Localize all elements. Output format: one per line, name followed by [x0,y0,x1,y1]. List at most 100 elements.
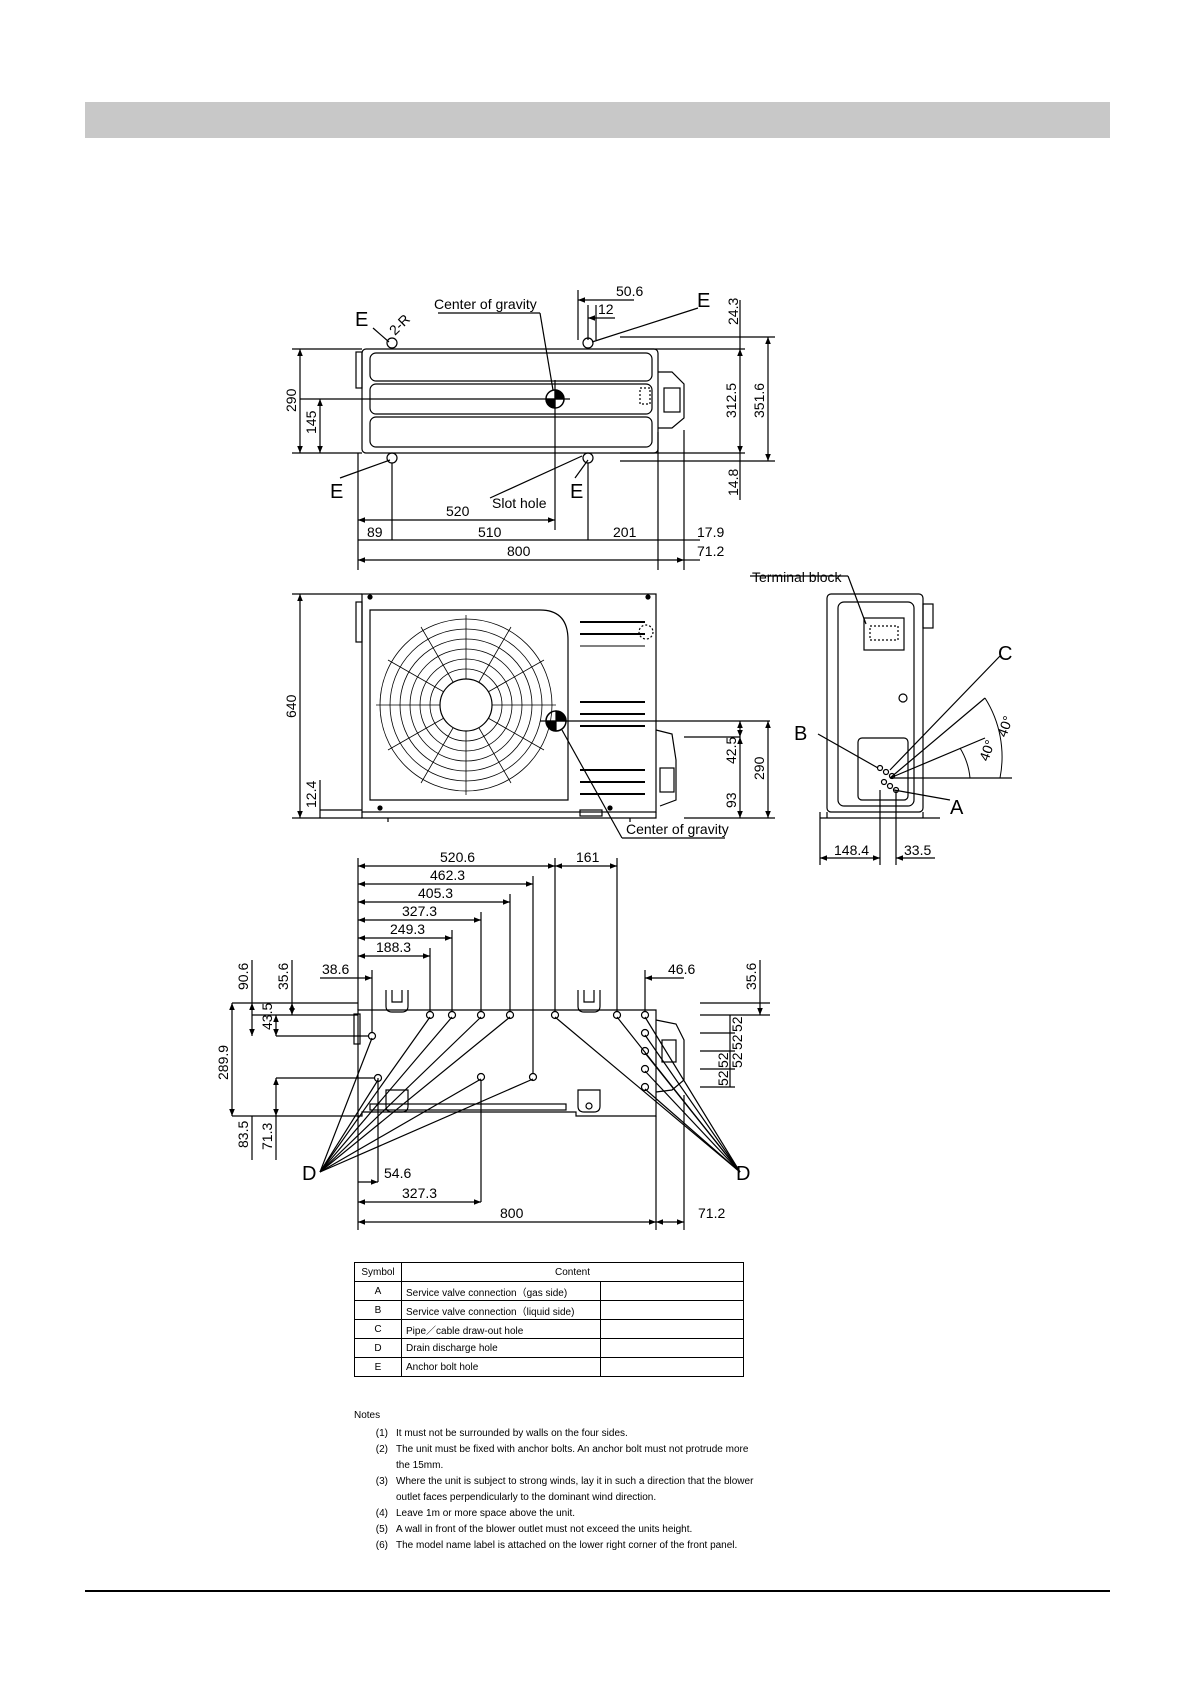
dim-bottom-327-3: 327.3 [402,903,437,919]
header-bar [85,102,1110,138]
dim-bottom-83-5: 83.5 [235,1121,251,1148]
table-row: B Service valve connection（liquid side) [354,1300,744,1320]
dim-bottom-54-6: 54.6 [384,1165,411,1181]
note-item: (3) Where the unit is subject to strong … [354,1474,756,1506]
note-number: (6) [375,1540,388,1551]
label-slot-hole: Slot hole [492,495,547,511]
note-item: (1) It must not be surrounded by walls o… [354,1426,756,1442]
note-number: (4) [375,1508,388,1519]
dim-front-12-4: 12.4 [303,781,319,808]
dim-top-290: 290 [283,388,299,412]
dim-bottom-520-6: 520.6 [440,849,475,865]
legend-blank [600,1300,744,1320]
symbol-legend-table: Symbol Content A Service valve connectio… [354,1262,744,1377]
dim-bottom-52b: 52 [729,1034,745,1050]
bottom-unit-outline [357,1009,657,1117]
dim-bottom-405-3: 405.3 [418,885,453,901]
dim-top-14-8: 14.8 [725,469,741,496]
dim-bottom-35-6: 35.6 [275,963,291,990]
table-row: E Anchor bolt hole [354,1357,744,1377]
dim-top-800: 800 [507,543,531,559]
legend-header-row: Symbol Content [354,1262,744,1282]
dim-bottom-71-3: 71.3 [259,1123,275,1150]
dim-bottom-161: 161 [576,849,600,865]
footer-line [85,1590,1110,1592]
legend-content: Service valve connection（gas side) [401,1281,601,1301]
dim-bottom-71-2: 71.2 [698,1205,725,1221]
dim-side-33-5: 33.5 [904,842,931,858]
dim-top-12: 12 [598,301,614,317]
fan-grille [369,609,569,801]
dim-bottom-800: 800 [500,1205,524,1221]
note-text: A wall in front of the blower outlet mus… [396,1524,693,1535]
dim-bottom-46-6: 46.6 [668,961,695,977]
label-a: A [950,797,964,819]
legend-content: Drain discharge hole [401,1338,601,1358]
legend-blank [600,1281,744,1301]
legend-content: Pipe／cable draw-out hole [401,1319,601,1339]
dim-top-201: 201 [613,524,637,540]
bottom-view-texts: 520.6 161 462.3 405.3 327.3 249.3 188.3 … [215,849,759,1221]
dim-bottom-188-3: 188.3 [376,939,411,955]
side-view-texts: Terminal block C B A 40° 40° 148.4 33.5 [752,569,1016,858]
dim-bottom-52a: 52 [729,1016,745,1032]
dim-top-312-5: 312.5 [723,383,739,418]
note-text: Where the unit is subject to strong wind… [396,1476,754,1503]
dim-front-290: 290 [751,756,767,780]
note-text: Leave 1m or more space above the unit. [396,1508,575,1519]
legend-header-symbol: Symbol [354,1262,402,1282]
dim-bottom-327-3b: 327.3 [402,1185,437,1201]
dim-bottom-52e: 52 [715,1070,731,1086]
dim-front-42-5: 42.5 [723,737,739,764]
dim-top-89: 89 [367,524,383,540]
notes-title: Notes [354,1410,381,1421]
legend-symbol: E [354,1357,402,1377]
top-view-texts: E 2-R Center of gravity 50.6 E 12 24.3 3… [283,283,767,559]
angle-40-outer: 40° [994,714,1016,739]
label-b: B [794,723,807,745]
label-e-bottom-mid: E [570,481,583,503]
dim-top-145: 145 [303,410,319,434]
legend-blank [600,1338,744,1358]
legend-content: Service valve connection（liquid side) [401,1300,601,1320]
note-item: (2) The unit must be fixed with anchor b… [354,1442,756,1474]
front-unit-body [361,593,657,813]
table-row: C Pipe／cable draw-out hole [354,1319,744,1339]
dim-top-351-6: 351.6 [751,383,767,418]
top-view [292,290,775,570]
legend-symbol: C [354,1319,402,1339]
dim-top-520: 520 [446,503,470,519]
notes-section: Notes (1) It must not be surrounded by w… [354,1408,756,1554]
label-center-of-gravity-top: Center of gravity [434,296,537,312]
legend-blank [600,1319,744,1339]
bottom-view [229,858,770,1230]
side-view [750,575,1012,865]
dim-bottom-289-9: 289.9 [215,1045,231,1080]
label-d-left: D [302,1163,316,1185]
label-e-bottom-left: E [330,481,343,503]
note-number: (5) [375,1524,388,1535]
label-e-top-right: E [697,290,710,312]
dim-bottom-249-3: 249.3 [390,921,425,937]
side-unit-body [826,593,924,813]
note-item: (5) A wall in front of the blower outlet… [354,1522,756,1538]
dim-front-93: 93 [723,792,739,808]
dim-bottom-462-3: 462.3 [430,867,465,883]
dim-front-640: 640 [283,694,299,718]
dim-top-510: 510 [478,524,502,540]
legend-symbol: B [354,1300,402,1320]
table-row: D Drain discharge hole [354,1338,744,1358]
dim-side-148-4: 148.4 [834,842,869,858]
note-number: (1) [375,1428,388,1439]
note-text: The model name label is attached on the … [396,1540,738,1551]
angle-40-inner: 40° [976,738,998,763]
note-text: The unit must be fixed with anchor bolts… [396,1444,749,1471]
top-unit-body [361,348,659,454]
table-row: A Service valve connection（gas side) [354,1281,744,1301]
front-view [292,593,775,839]
note-item: (4) Leave 1m or more space above the uni… [354,1506,756,1522]
dim-bottom-35-6b: 35.6 [743,963,759,990]
legend-header-content: Content [401,1262,744,1282]
legend-content: Anchor bolt hole [401,1357,601,1377]
label-2r: 2-R [386,311,413,338]
